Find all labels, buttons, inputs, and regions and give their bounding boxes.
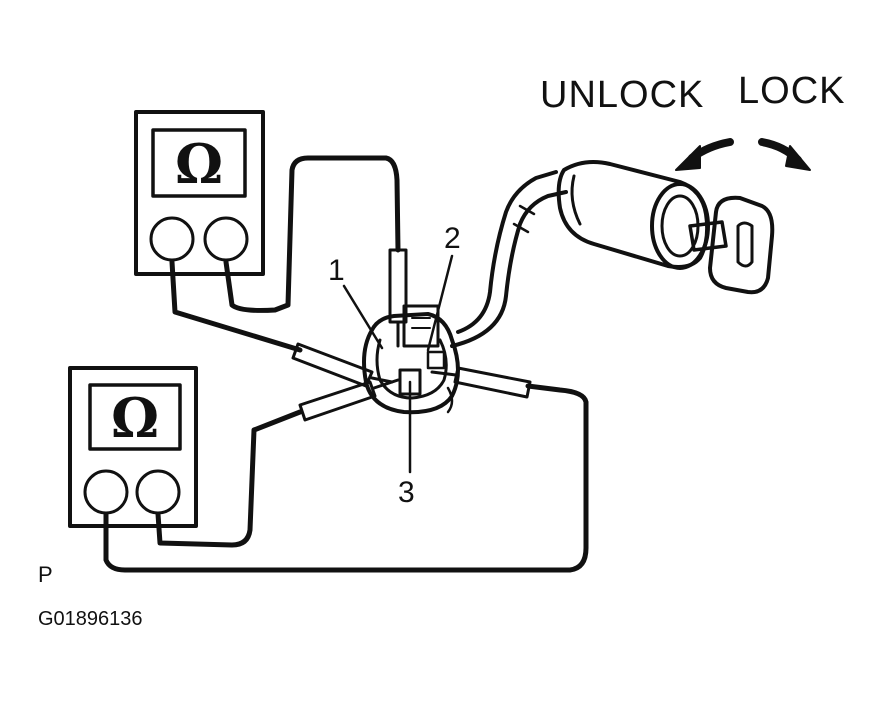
meter-jack-left: [83, 469, 129, 515]
lead-upper-right: [223, 155, 401, 313]
meter-jack-right: [135, 469, 181, 515]
lead-upper-left: [169, 259, 303, 353]
probe-upper-vertical: [388, 248, 408, 348]
lead-lower-left: [103, 383, 589, 573]
ohm-symbol-lower: Ω: [110, 386, 160, 450]
wire-harness: [450, 170, 568, 348]
switch-connector: [362, 304, 460, 415]
ignition-key-icon: [688, 195, 775, 295]
terminal-1-label: 1: [328, 254, 345, 287]
probe-left-lower: [298, 378, 400, 422]
lead-lower-right: [155, 409, 303, 548]
terminal-3-label: 3: [398, 476, 415, 509]
unlock-label: UNLOCK: [540, 74, 705, 116]
terminal-2-label: 2: [444, 222, 461, 255]
lock-cylinder: [556, 160, 710, 270]
lock-label: LOCK: [738, 70, 846, 112]
meter-jack-left: [149, 216, 195, 262]
rotation-arrow-icon: [675, 138, 811, 171]
ohmmeter-lower: [68, 366, 198, 528]
leader-line-1: [342, 284, 384, 350]
figure-code: G01896136: [38, 608, 143, 630]
ohm-symbol-upper: Ω: [174, 132, 224, 196]
corner-letter: P: [38, 562, 53, 587]
leader-line-2: [426, 254, 454, 352]
meter-jack-right: [203, 216, 249, 262]
